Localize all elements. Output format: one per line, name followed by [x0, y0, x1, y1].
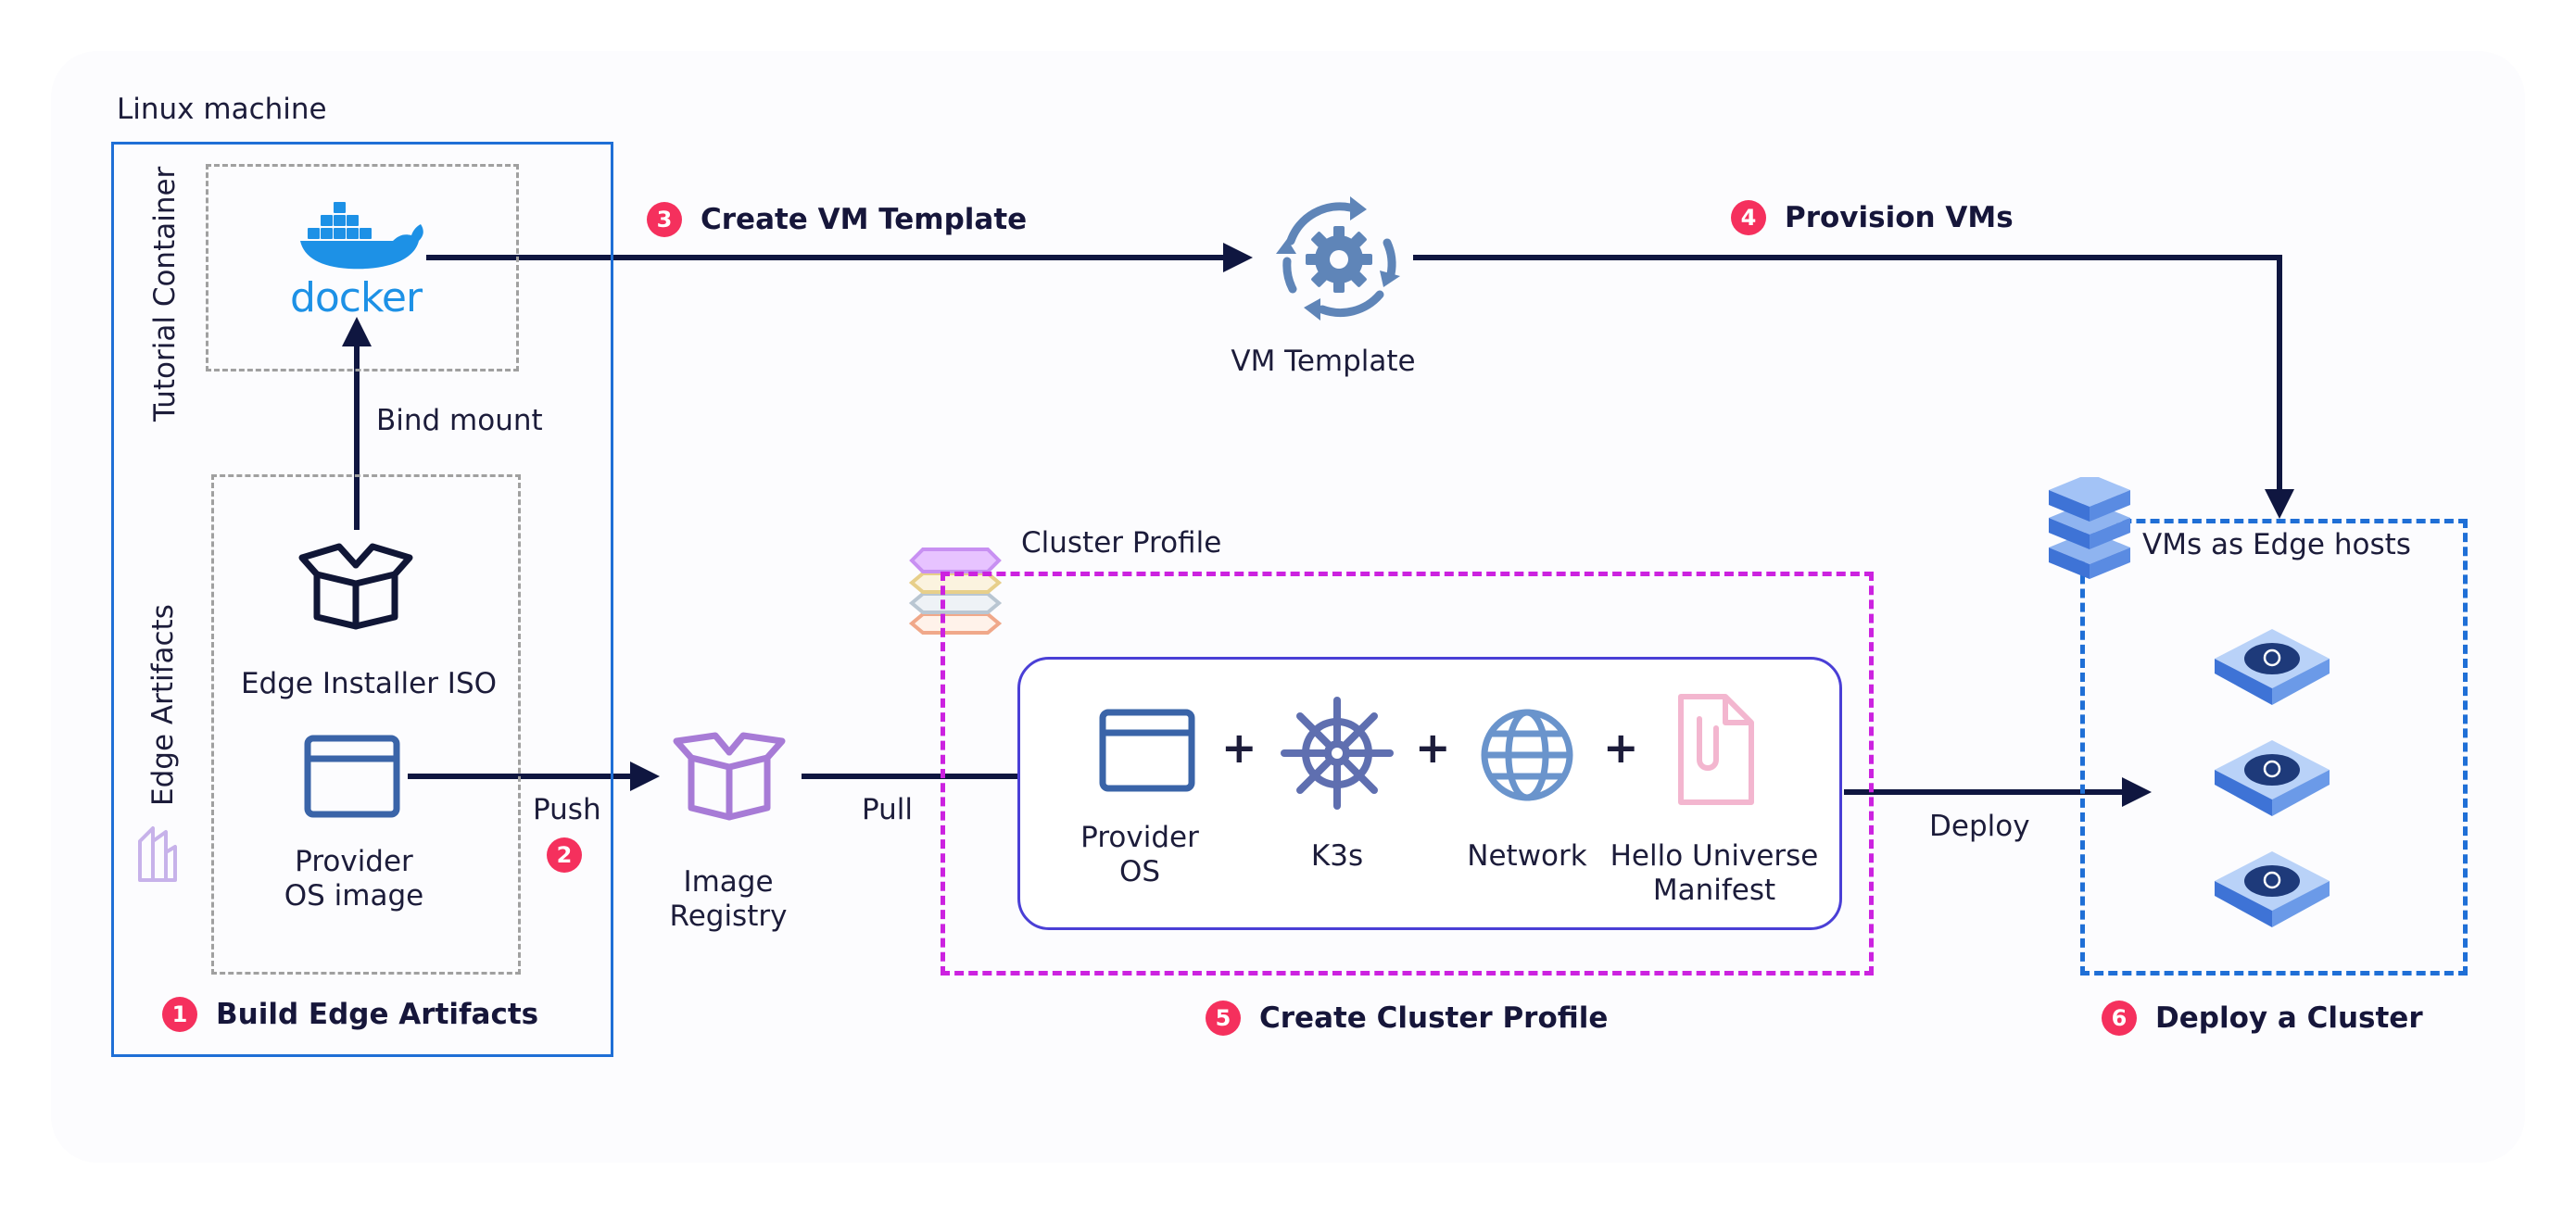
step-1: 1 Build Edge Artifacts [162, 997, 538, 1032]
linux-machine-label: Linux machine [117, 93, 327, 126]
cluster-profile-box [941, 572, 1874, 976]
kubernetes-helm-icon [1281, 697, 1394, 810]
vms-as-edge-hosts-label: VMs as Edge hosts [2142, 528, 2411, 561]
step-2-badge: 2 [547, 837, 582, 873]
arrowhead-vm-template [1223, 243, 1253, 272]
step-4-badge: 4 [1731, 200, 1766, 235]
step-5-badge: 5 [1206, 1001, 1241, 1036]
step-4: 4 Provision VMs [1731, 200, 2014, 235]
tutorial-container-label: Tutorial Container [148, 166, 182, 422]
step-6-badge: 6 [2102, 1001, 2137, 1036]
provider-os-image-line2: OS image [284, 879, 424, 913]
push-label: Push [533, 793, 601, 826]
step-5: 5 Create Cluster Profile [1206, 1001, 1608, 1036]
arrow-vm-template-to-edge-hosts [1413, 255, 2282, 500]
registry-box-icon [673, 732, 786, 821]
image-registry-label: Image Registry [670, 865, 788, 934]
step-1-label: Build Edge Artifacts [216, 998, 539, 1031]
gear-cycle-icon [1276, 196, 1400, 321]
docker-icon [300, 202, 423, 270]
edge-installer-iso-label: Edge Installer ISO [240, 667, 498, 700]
provider-os-image-line1: Provider [295, 845, 413, 878]
k3s-label: K3s [1310, 839, 1364, 873]
edge-artifacts-box [211, 474, 521, 975]
cluster-profile-layers-box [1017, 657, 1842, 930]
edge-hosts-box [2080, 519, 2468, 976]
step-1-badge: 1 [162, 997, 197, 1032]
cluster-profile-stack-icon [908, 548, 1003, 635]
globe-icon [1481, 709, 1573, 801]
diagram-canvas [51, 51, 2525, 1163]
provider-os-image-label: Provider OS image [284, 845, 424, 913]
step-3-label: Create VM Template [701, 203, 1028, 236]
edge-host-icon [2215, 629, 2330, 705]
cluster-profile-label: Cluster Profile [1021, 526, 1222, 560]
edge-host-icon [2215, 740, 2330, 816]
browser-window-icon [1099, 709, 1195, 792]
step-3-badge: 3 [647, 202, 682, 237]
step-3: 3 Create VM Template [647, 202, 1027, 237]
document-icon [1678, 694, 1754, 805]
hello-universe-line1: Hello Universe [1610, 839, 1819, 873]
step-6: 6 Deploy a Cluster [2102, 1001, 2423, 1036]
hello-universe-label: Hello Universe Manifest [1610, 839, 1819, 908]
step-5-label: Create Cluster Profile [1259, 1001, 1609, 1035]
linux-machine-box [111, 142, 613, 1057]
pull-label: Pull [862, 793, 914, 826]
edge-artifacts-label: Edge Artifacts [146, 604, 180, 806]
step-6-label: Deploy a Cluster [2155, 1001, 2423, 1035]
edge-host-icon [2215, 851, 2330, 927]
step-4-label: Provision VMs [1785, 201, 2014, 234]
arrowhead-push [630, 762, 660, 791]
hello-universe-line2: Manifest [1652, 874, 1776, 908]
arrowhead-deploy [2122, 777, 2152, 807]
bind-mount-label: Bind mount [376, 404, 543, 437]
open-box-icon [298, 543, 413, 630]
provider-os-line2: OS [1118, 855, 1161, 889]
image-registry-line1: Image [683, 865, 774, 899]
browser-window-icon [304, 735, 400, 818]
provider-os-line1: Provider [1080, 821, 1199, 854]
provider-os-label: Provider OS [1080, 821, 1199, 889]
vm-template-label: VM Template [1231, 345, 1416, 378]
stacked-layers-icon [138, 826, 177, 882]
docker-wordmark: docker [289, 274, 423, 321]
deploy-label: Deploy [1929, 810, 2030, 843]
image-registry-line2: Registry [669, 900, 788, 934]
server-stack-icon [2049, 477, 2130, 579]
plus-sign: + [1603, 723, 1639, 773]
plus-sign: + [1415, 723, 1451, 773]
tutorial-container-box [206, 164, 519, 371]
arrowhead-edge-hosts [2265, 489, 2294, 519]
arrowhead-bind-mount [342, 317, 372, 346]
network-label: Network [1467, 839, 1587, 873]
plus-sign: + [1221, 723, 1257, 773]
